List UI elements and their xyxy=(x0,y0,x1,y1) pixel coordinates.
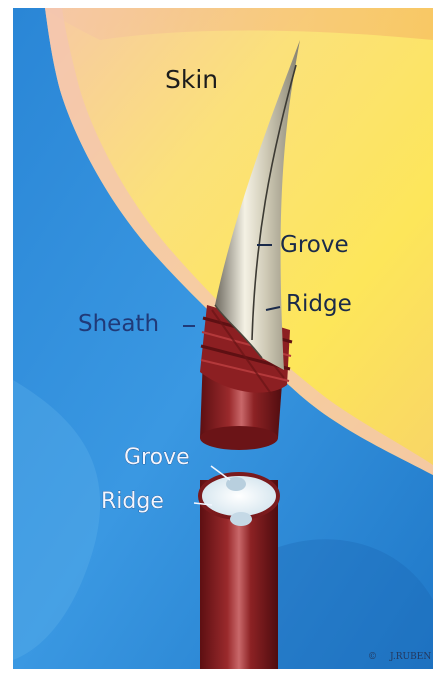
label-skin: Skin xyxy=(165,65,218,94)
hair-shaft-lower xyxy=(200,474,278,669)
artist-credit: J.RUBEN xyxy=(389,652,431,662)
label-ridge-top: Ridge xyxy=(286,291,352,317)
copyright-symbol: © xyxy=(368,652,377,662)
cross-section-ridge xyxy=(230,512,252,526)
label-ridge-bottom: Ridge xyxy=(101,489,164,514)
label-grove-bottom: Grove xyxy=(124,445,190,470)
label-grove-top: Grove xyxy=(280,232,349,258)
label-sheath: Sheath xyxy=(78,311,159,337)
